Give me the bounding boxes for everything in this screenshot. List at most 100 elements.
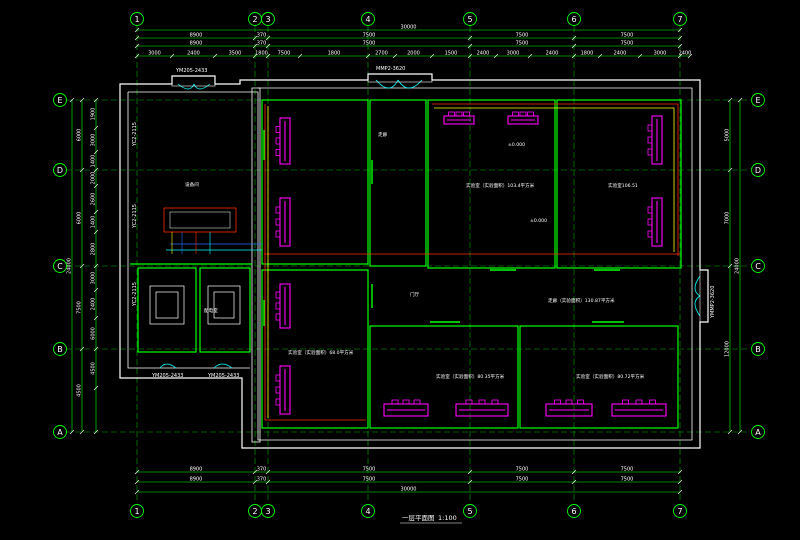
axis-bubble-left-B-label: B <box>57 345 63 354</box>
bench-left-upper-1-stool-1 <box>275 126 281 133</box>
bench-topmid-1-stool-2 <box>455 111 463 117</box>
axis-bubble-right-A-circle <box>751 425 765 439</box>
label-lab-bottom-mid: 实验室（实验面积）80.35平方米 <box>436 373 505 380</box>
bench-right-upper-1-stool-1 <box>647 124 653 132</box>
dim-bottom-row2-tick-4 <box>571 479 577 485</box>
axis-bubble-top-3-label: 3 <box>265 15 270 24</box>
dim-left-detail-text-1: 3000 <box>91 134 97 147</box>
wc-left <box>137 267 197 353</box>
axis-bubble-top-6-label: 6 <box>571 15 576 24</box>
door-frames <box>171 73 709 323</box>
axis-bubble-bottom-1-circle <box>130 504 144 518</box>
bench-bottommid-2-stool-2 <box>478 399 486 405</box>
bench-left-upper-2-stool-1 <box>275 206 281 214</box>
drawing-title: 一层平面图 <box>402 514 435 522</box>
dim-top-row3-text-14: 3000 <box>654 51 667 57</box>
axis-bubble-bottom-3-circle <box>261 504 275 518</box>
axis-bubble-top-7-circle <box>673 12 687 26</box>
dim-left-detail-text-9: 6000 <box>91 327 97 340</box>
dim-top-total-tick-0 <box>134 27 140 33</box>
window-tags: YM205-2433 MMP2-3620 YM205-2433 YM205-24… <box>132 66 716 379</box>
dim-right-row-text-2: 12000 <box>725 341 731 357</box>
win-tag-top-mid: MMP2-3620 <box>376 66 405 72</box>
dim-bottom-row1-tick-3 <box>467 469 473 475</box>
room-labels: 设备间 走廊 实验室（实验面积）68.0平方米 实验室（实验面积）103.4平方… <box>185 131 645 380</box>
win-tag-right1: YMMP2-3620 <box>710 286 716 319</box>
inner-wall-outline <box>128 87 693 441</box>
dim-bottom-row2-tick-3 <box>467 479 473 485</box>
label-lobby: 门厅 <box>410 291 420 298</box>
axis-bubble-bottom-5-label: 5 <box>467 507 472 516</box>
label-lab-center: 走廊（实验面积）130.87平方米 <box>548 297 615 304</box>
drawing-scale: 1:100 <box>438 514 457 522</box>
dim-top-row3-tick-11 <box>527 53 533 59</box>
axis-bubble-bottom-6-circle <box>567 504 581 518</box>
dim-top-row3-tick-15 <box>677 53 683 59</box>
dim-left-detail-tick-6 <box>93 229 99 235</box>
lab-benches <box>275 111 667 417</box>
axis-bubble-top-6-circle <box>567 12 581 26</box>
outer-wall-outline <box>119 73 709 449</box>
dim-top-row1-text-4: 7500 <box>621 33 634 39</box>
dim-top-row1-tick-4 <box>571 35 577 41</box>
toilet-stall-2-inner <box>213 291 235 319</box>
door-right <box>694 275 701 317</box>
axis-bubble-top-1-circle <box>130 12 144 26</box>
pipe-lines <box>166 103 680 421</box>
dim-left-detail-text-6: 2800 <box>91 243 97 256</box>
axis-bubble-left-A-label: A <box>57 428 63 437</box>
win-tag-bottom-left1: YM205-2433 <box>151 373 183 379</box>
doors <box>159 79 701 369</box>
dim-top-row3-text-15: 2400 <box>679 51 692 57</box>
dim-bottom-row1-text-2: 7500 <box>363 467 376 473</box>
dim-left-detail-tick-4 <box>93 183 99 189</box>
dim-right-row-tick-3 <box>727 429 733 435</box>
door-top-left <box>177 83 211 90</box>
dim-right-row-text-1: 7000 <box>725 212 731 225</box>
label-lab-topright: 实验室106.51 <box>608 182 638 189</box>
dim-left-row-text-3: 4500 <box>77 384 83 397</box>
axis-bubble-right-C-circle <box>751 259 765 273</box>
pipe-yellow-top <box>434 107 675 252</box>
dim-top-row3-tick-3 <box>252 53 258 59</box>
dim-top-row3-tick-1 <box>169 53 175 59</box>
dim-bottom-row1-tick-2 <box>265 469 271 475</box>
dim-left-detail-text-8: 2400 <box>91 298 97 311</box>
wall-west <box>251 87 261 443</box>
axis-bubble-left-E-label: E <box>57 96 62 105</box>
dim-bottom-row1-tick-0 <box>134 469 140 475</box>
dim-bottom-row2-tick-2 <box>265 479 271 485</box>
dim-top-row2-text-4: 7500 <box>621 41 634 47</box>
bench-bottomright-1-stool-1 <box>554 399 561 405</box>
dim-bottom-row2-text-2: 7500 <box>363 477 376 483</box>
win-tag-top-left: YM205-2433 <box>175 68 207 74</box>
axis-bubble-bottom-4-label: 4 <box>365 507 370 516</box>
axis-bubble-top-4-label: 4 <box>365 15 370 24</box>
dim-right-row-text-0: 5000 <box>725 129 731 142</box>
dim-top-row3-tick-10 <box>493 53 499 59</box>
bench-bottommid-2-stool-3 <box>491 399 499 405</box>
dim-left-detail-text-2: 1400 <box>91 155 97 168</box>
dim-bottom-row2-text-1: 370 <box>257 477 267 483</box>
dim-right-row-tick-1 <box>727 167 733 173</box>
level-mark-2: ±0.000 <box>530 218 547 224</box>
door-frame-top-left <box>171 75 216 87</box>
bench-topmid-2-stool-2 <box>519 111 527 117</box>
dim-top-total-text-0: 30000 <box>401 25 417 31</box>
dim-bottom-row1-text-4: 7500 <box>621 467 634 473</box>
dim-left-detail-text-7: 3000 <box>91 272 97 285</box>
dim-top-row3-text-1: 2400 <box>187 51 200 57</box>
bench-right-upper-1-stool-3 <box>647 148 653 156</box>
dim-left-detail-tick-11 <box>93 385 99 391</box>
door-bottom-left <box>159 363 177 369</box>
dim-right-total-text-0: 24000 <box>735 258 741 274</box>
label-lab-topmid: 实验室（实验面积）103.4平方米 <box>466 182 535 189</box>
dim-top-row3-text-10: 3000 <box>507 51 520 57</box>
axis-bubble-bottom-7-label: 7 <box>677 507 682 516</box>
door-bottom-left2 <box>213 363 233 369</box>
dim-bottom-total-tick-1 <box>677 489 683 495</box>
axis-bubble-top-5-circle <box>463 12 477 26</box>
dim-top-row1-tick-1 <box>252 35 258 41</box>
